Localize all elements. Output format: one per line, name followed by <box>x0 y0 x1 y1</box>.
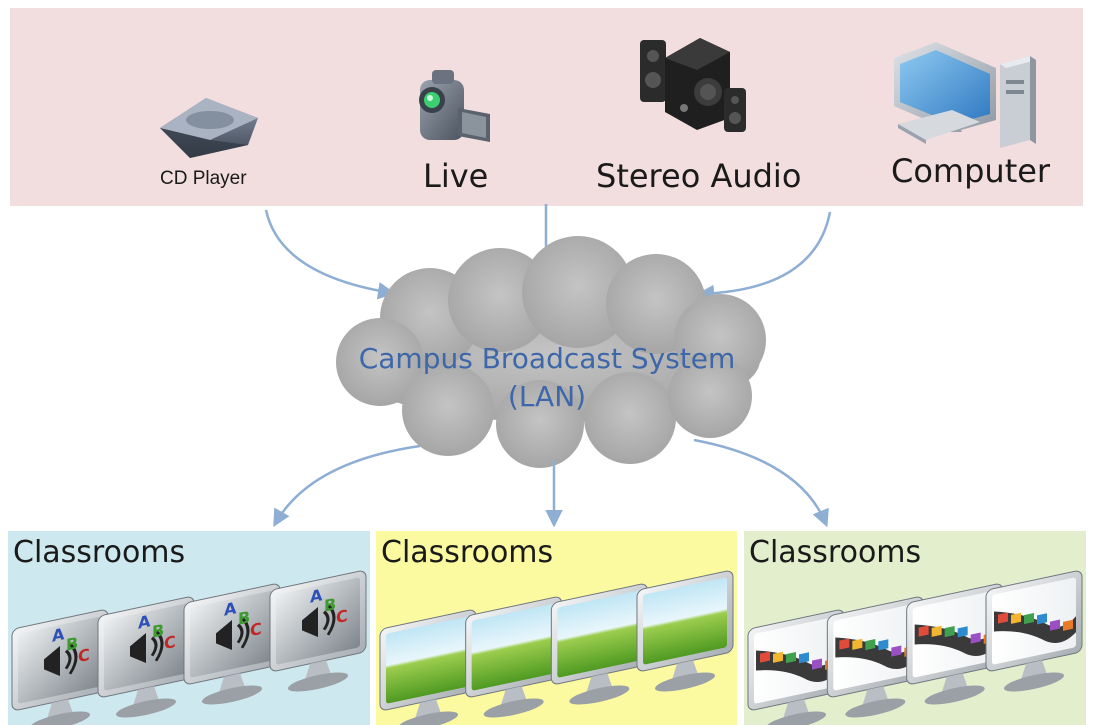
monitor-screen <box>557 590 642 678</box>
stereo-audio-label: Stereo Audio <box>596 157 802 195</box>
arrow-hub-to-classroom-1 <box>273 444 421 528</box>
classroom-panel-title: Classrooms <box>381 535 554 570</box>
destination-arrows <box>273 438 829 528</box>
abc-letter: A <box>52 624 65 646</box>
cloud-icon <box>336 236 766 468</box>
monitor-screen <box>386 616 470 704</box>
classroom-monitor <box>465 596 563 718</box>
arrow-hub-to-classroom-3 <box>693 438 829 528</box>
monitor-screen <box>643 577 727 665</box>
cd-player-icon <box>160 98 258 158</box>
classroom-monitor <box>906 583 1004 705</box>
speaker-symbol <box>44 646 60 676</box>
classroom-monitor <box>747 609 845 725</box>
classroom-monitor <box>550 583 648 705</box>
desktop-computer-icon <box>894 42 1036 148</box>
abc-letter: B <box>152 620 164 641</box>
arrow-cd-to-hub <box>264 209 396 300</box>
classroom-panel-2: Classrooms <box>376 531 737 725</box>
classroom-monitor <box>379 609 477 725</box>
abc-letter: C <box>78 645 90 666</box>
video-camera-icon <box>419 70 490 142</box>
cd-player-label: CD Player <box>160 168 247 189</box>
classroom-monitor <box>826 596 924 718</box>
abc-letter: A <box>138 611 151 633</box>
classroom-monitor <box>636 570 734 692</box>
monitor-screen <box>471 603 556 691</box>
abc-letter: A <box>224 598 237 620</box>
abc-letter: A <box>310 585 323 607</box>
speaker-symbol <box>216 620 232 650</box>
speaker-symbol <box>302 607 318 637</box>
monitor-group-landscape <box>379 570 734 725</box>
abc-letter: B <box>238 607 250 628</box>
speaker-system-icon <box>640 38 746 132</box>
abc-letter: C <box>336 606 348 627</box>
classroom-panel-3: Classrooms <box>744 531 1086 725</box>
hub-subtitle: (LAN) <box>507 380 587 413</box>
speaker-symbol <box>130 633 146 663</box>
abc-letter: C <box>250 619 262 640</box>
abc-letter: C <box>164 632 176 653</box>
hub-title: Campus Broadcast System <box>358 342 736 375</box>
arrow-computer-to-hub <box>696 211 832 303</box>
abc-letter: B <box>66 633 78 654</box>
computer-label: Computer <box>891 152 1051 190</box>
monitor-group-film <box>747 570 1083 725</box>
classroom-monitor <box>985 570 1083 692</box>
live-label: Live <box>423 157 489 195</box>
classroom-panel-title: Classrooms <box>13 535 186 570</box>
abc-letter: B <box>324 594 336 615</box>
classroom-panel-title: Classrooms <box>749 535 922 570</box>
